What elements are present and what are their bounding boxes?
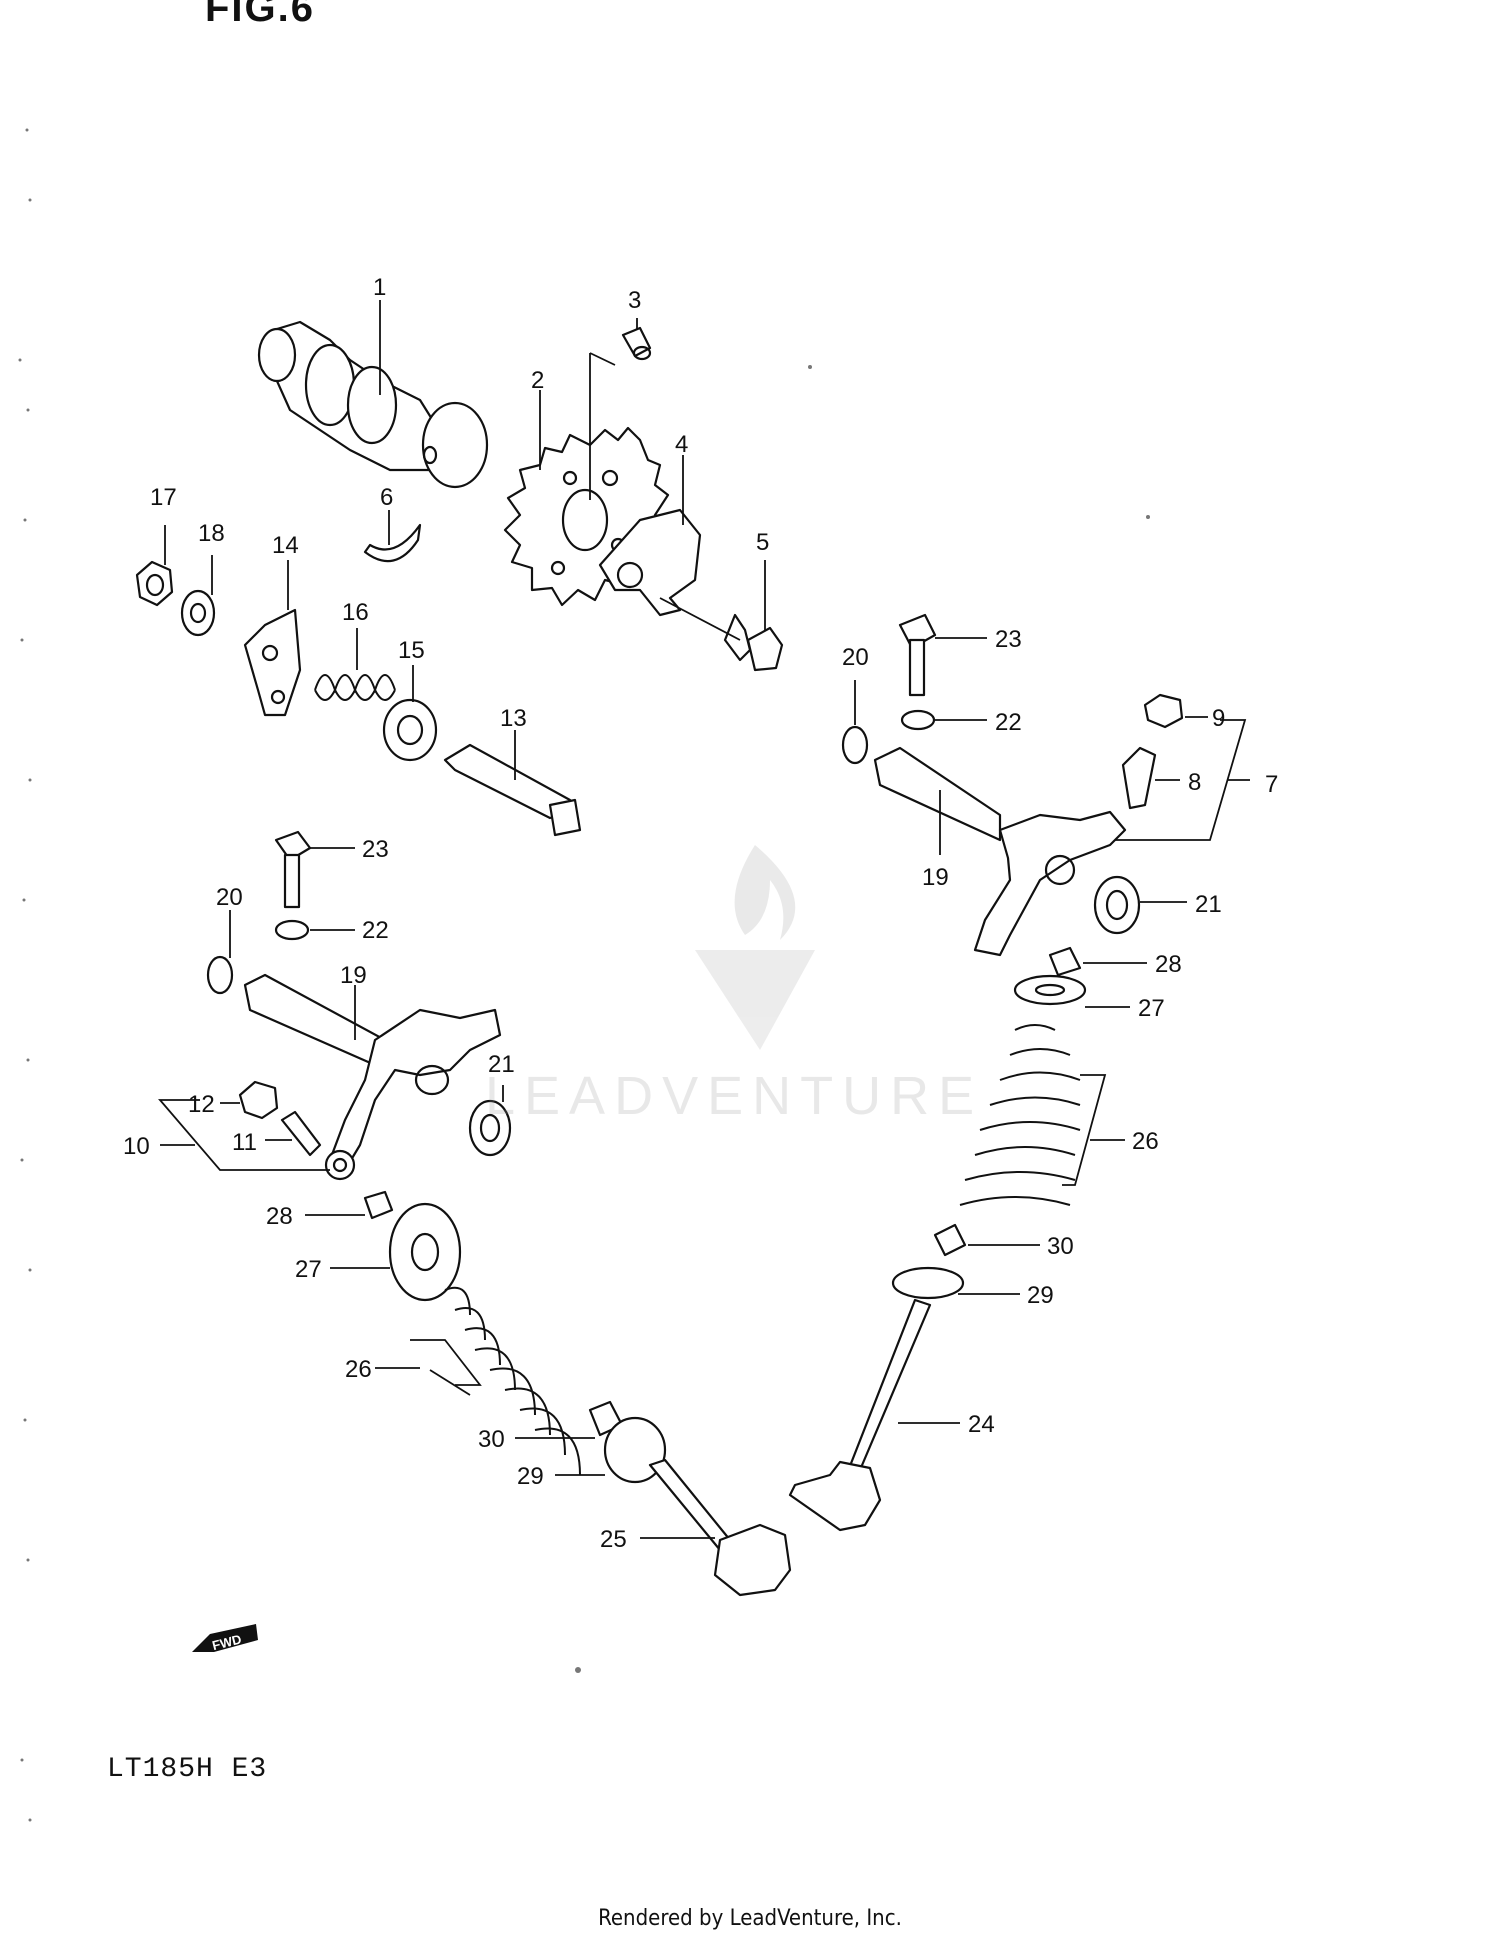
shaft-13-part — [443, 730, 582, 837]
valve-24-part — [788, 1298, 960, 1532]
rocker-shaft-19-right-part — [873, 746, 1002, 855]
callout-26-right: 26 — [1132, 1128, 1159, 1155]
washer-21-left-part — [468, 1085, 512, 1157]
bracket-bolt-part — [659, 560, 784, 672]
callout-4: 4 — [675, 431, 688, 458]
retainer-27-left-part — [330, 1202, 462, 1302]
callout-30-right: 30 — [1047, 1233, 1074, 1260]
cam-clip-part — [363, 510, 422, 563]
callout-3: 3 — [628, 287, 641, 314]
nut-17-part — [135, 525, 174, 607]
callout-30-left: 30 — [478, 1426, 505, 1453]
callout-13: 13 — [500, 705, 527, 732]
callout-24: 24 — [968, 1411, 995, 1438]
callout-19-right: 19 — [922, 864, 949, 891]
callout-23-right: 23 — [995, 626, 1022, 653]
callout-17: 17 — [150, 484, 177, 511]
callout-23-left: 23 — [362, 836, 389, 863]
bolt-23-left-part — [274, 830, 355, 909]
callout-20-left: 20 — [216, 884, 243, 911]
callout-7: 7 — [1265, 771, 1278, 798]
callout-1: 1 — [373, 274, 386, 301]
callout-6: 6 — [380, 484, 393, 511]
callout-5: 5 — [756, 529, 769, 556]
callout-21-right: 21 — [1195, 891, 1222, 918]
callout-27-left: 27 — [295, 1256, 322, 1283]
callout-2: 2 — [531, 367, 544, 394]
cotter-28-left-part — [305, 1190, 394, 1220]
callout-10: 10 — [123, 1133, 150, 1160]
seal-30-left-part — [515, 1400, 624, 1439]
nut-12-part — [220, 1080, 279, 1120]
dowel-pin-part — [589, 318, 652, 500]
footer-credit: Rendered by LeadVenture, Inc. — [598, 1906, 902, 1931]
callout-29-left: 29 — [517, 1463, 544, 1490]
callout-11: 11 — [232, 1129, 257, 1156]
adjust-screw-11-part — [265, 1110, 322, 1157]
callout-9: 9 — [1212, 705, 1225, 732]
retainer-27-right-part — [1013, 974, 1130, 1008]
callout-27-right: 27 — [1138, 995, 1165, 1022]
callout-8: 8 — [1188, 769, 1201, 796]
bearing-15-part — [382, 665, 438, 762]
watermark-text: LEADVENTURE — [485, 1066, 984, 1126]
bolt-23-right-part — [898, 613, 987, 697]
washer-22-right-part — [900, 709, 987, 731]
callout-28-left: 28 — [266, 1203, 293, 1230]
seal-30-right-part — [933, 1223, 1040, 1257]
valve-25-part — [640, 1458, 792, 1597]
rocker-arm-10-part — [158, 1008, 502, 1181]
sprocket-bracket-part — [598, 455, 702, 617]
scan-artifacts — [18, 128, 1150, 1822]
callout-20-right: 20 — [842, 644, 869, 671]
callout-22-right: 22 — [995, 709, 1022, 736]
oring-20-right-part — [841, 680, 869, 765]
callout-26-left: 26 — [345, 1356, 372, 1383]
valve-spring-26-right-part — [959, 1024, 1125, 1206]
nut-9-part — [1143, 693, 1208, 729]
callout-29-right: 29 — [1027, 1282, 1054, 1309]
callout-21-left: 21 — [488, 1051, 515, 1078]
callout-14: 14 — [272, 532, 299, 559]
forward-arrow-icon: FWD — [192, 1624, 258, 1653]
direction-label: FWD — [211, 1631, 243, 1653]
valve-spring-26-left-part — [375, 1286, 581, 1476]
washer-21-right-part — [1093, 875, 1187, 935]
callout-22-left: 22 — [362, 917, 389, 944]
washer-22-left-part — [274, 919, 355, 941]
seat-29-right-part — [891, 1266, 1020, 1300]
callout-15: 15 — [398, 637, 425, 664]
callout-19-left: 19 — [340, 962, 367, 989]
plate-14-part — [243, 560, 302, 717]
callout-25: 25 — [600, 1526, 627, 1553]
camshaft-part — [257, 300, 489, 489]
callout-labels: 1 2 3 4 5 6 7 8 9 10 11 12 13 14 15 16 1… — [123, 274, 1278, 1553]
washer-18-part — [180, 555, 216, 637]
cotter-28-right-part — [1048, 946, 1147, 977]
callout-12: 12 — [188, 1091, 215, 1118]
spring-16-part — [314, 628, 396, 701]
rocker-arm-7-part — [973, 719, 1250, 957]
oring-20-left-part — [206, 910, 234, 995]
callout-16: 16 — [342, 599, 369, 626]
callout-28-right: 28 — [1155, 951, 1182, 978]
watermark-logo — [695, 845, 815, 1050]
model-code: LT185H E3 — [107, 1754, 268, 1785]
figure-title: FIG.6 — [205, 0, 316, 30]
adjust-screw-8-part — [1121, 746, 1180, 810]
callout-18: 18 — [198, 520, 225, 547]
